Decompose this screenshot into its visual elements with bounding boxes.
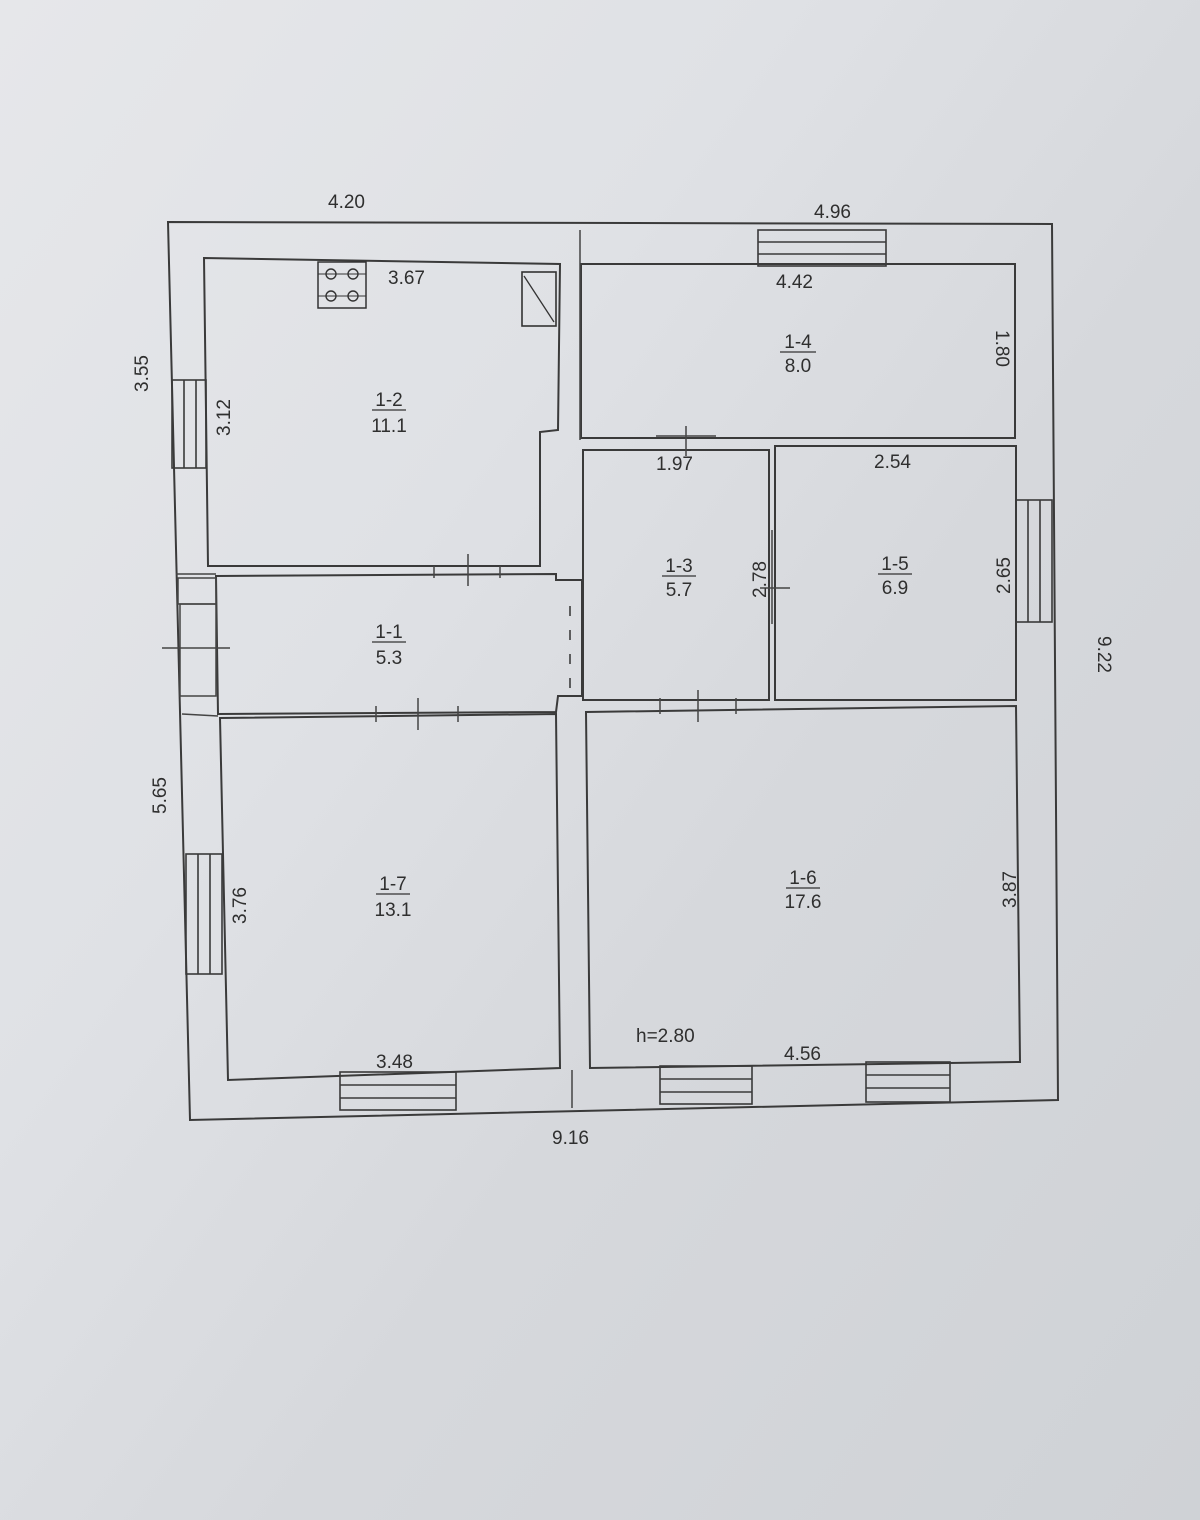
room-1-3-width: 1.97: [656, 454, 693, 475]
room-1-4-width: 4.42: [776, 272, 813, 293]
room-1-4-area: 8.0: [785, 356, 811, 377]
dim-bottom: 9.16: [552, 1128, 589, 1149]
room-1-6-code: 1-6: [789, 868, 816, 889]
room-outline-1-4: [580, 263, 1016, 439]
window-top-1-4: [757, 229, 887, 267]
window-left-1-2: [171, 379, 207, 469]
room-1-3-area: 5.7: [666, 580, 692, 601]
outer-wall-outline: [166, 220, 1060, 1122]
window-left-1-7: [185, 853, 223, 975]
room-1-7-code: 1-7: [379, 874, 406, 895]
dim-right: 9.22: [1093, 636, 1114, 673]
room-1-5-width: 2.54: [874, 452, 911, 473]
room-outline-1-1: [214, 572, 583, 716]
room-1-5-code: 1-5: [881, 554, 908, 575]
room-1-4-height: 1.80: [991, 330, 1012, 367]
dim-top-right: 4.96: [814, 202, 851, 223]
room-1-2-width: 3.67: [388, 268, 425, 289]
window-bottom-1-6-right: [865, 1061, 951, 1103]
room-1-7-area: 13.1: [375, 900, 412, 921]
room-outline-1-6: [584, 704, 1022, 1070]
room-1-6-width: 4.56: [784, 1044, 821, 1065]
room-1-2-code: 1-2: [375, 390, 402, 411]
entrance-step: [177, 577, 217, 697]
room-1-3-height: 2.78: [750, 561, 771, 598]
window-bottom-1-6-left: [659, 1065, 753, 1105]
room-1-5-height: 2.65: [994, 557, 1015, 594]
room-1-6-height: 3.87: [1000, 871, 1021, 908]
room-outline-1-7: [218, 712, 562, 1082]
room-1-1-area: 5.3: [376, 648, 402, 669]
room-1-2-height: 3.12: [214, 399, 235, 436]
room-1-3-code: 1-3: [665, 556, 692, 577]
window-bottom-1-7: [339, 1071, 457, 1111]
dim-left-lower: 5.65: [150, 777, 171, 814]
door-marks: [162, 426, 790, 730]
ceiling-height-label: h=2.80: [636, 1026, 695, 1047]
stove-icon: [317, 261, 367, 309]
room-1-2-area: 11.1: [371, 416, 407, 437]
window-right-1-5: [1015, 499, 1053, 623]
room-1-7-height: 3.76: [230, 887, 251, 924]
dim-left-upper: 3.55: [132, 355, 153, 392]
room-1-7-width: 3.48: [376, 1052, 413, 1073]
interior-wall: [181, 713, 219, 717]
room-1-4-code: 1-4: [784, 332, 812, 353]
room-outline-1-3: [582, 449, 770, 701]
room-1-5-area: 6.9: [882, 578, 908, 599]
room-1-1-code: 1-1: [375, 622, 402, 643]
boiler-icon: [521, 271, 557, 327]
room-outline-1-2: [202, 256, 562, 567]
dim-top-left: 4.20: [328, 192, 365, 213]
room-1-6-area: 17.6: [785, 892, 822, 913]
